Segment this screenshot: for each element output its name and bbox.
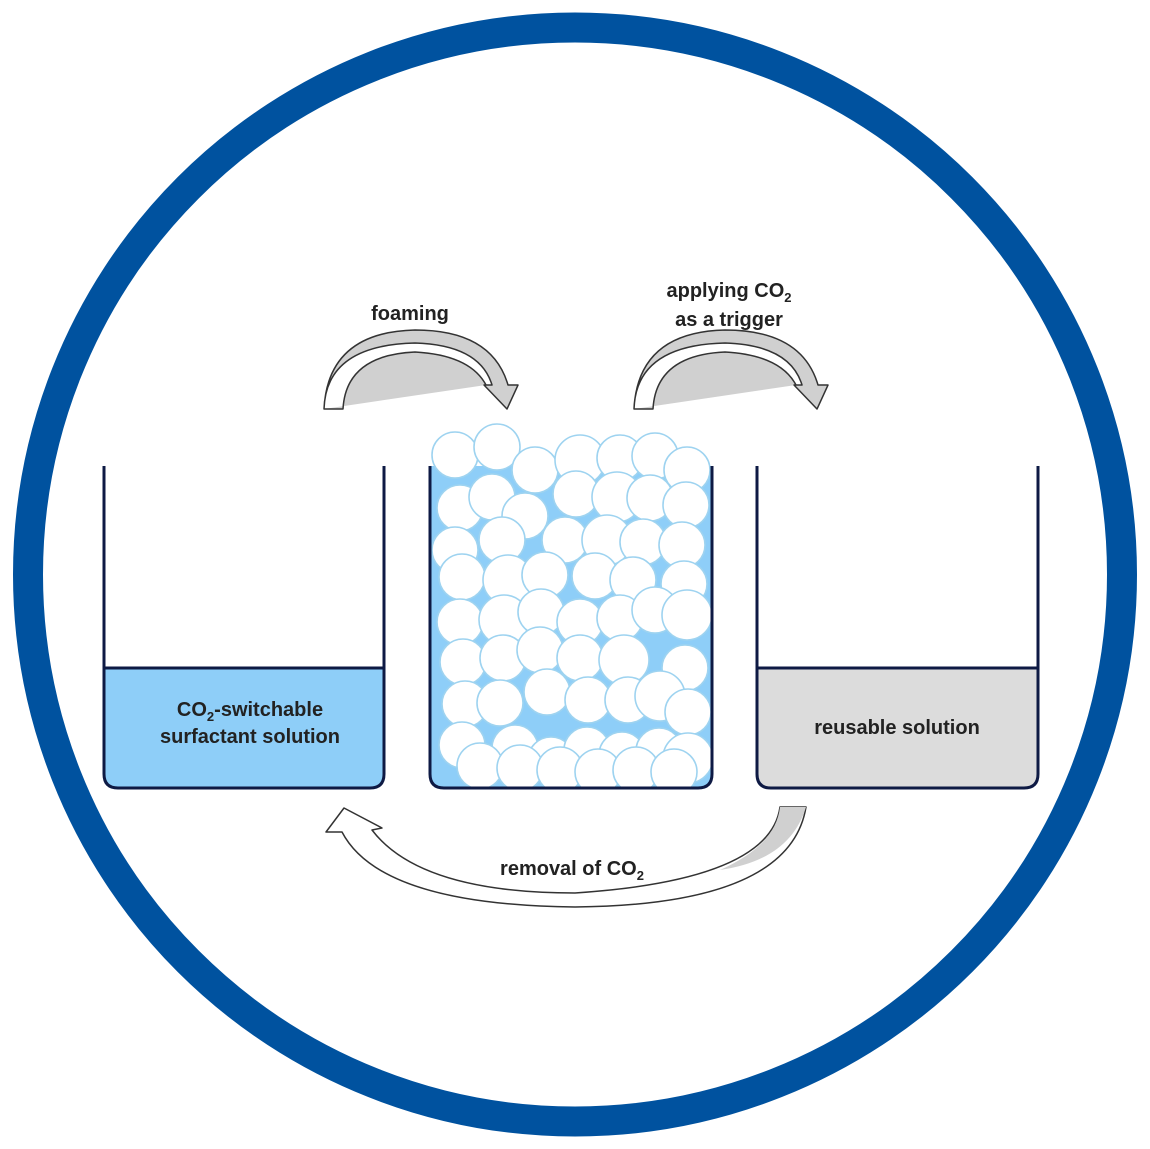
applying-co2-arrow: applying CO2 as a trigger — [633, 280, 829, 410]
foam-bubble — [431, 431, 479, 479]
removal-co2-label: removal of CO2 — [500, 858, 644, 883]
foam-bubble — [664, 688, 712, 736]
curved-arrow-icon — [633, 329, 829, 410]
foam-bubble — [496, 744, 544, 788]
foam-bubble — [436, 598, 484, 646]
foaming-label: foaming — [371, 303, 449, 325]
surfactant-solution-liquid — [104, 668, 384, 788]
foam-bubble — [516, 626, 564, 674]
curved-arrow-shade — [720, 807, 806, 870]
foam-bubble — [456, 742, 504, 788]
foam-bubble — [662, 481, 710, 529]
foam-bubble — [476, 679, 524, 727]
left-beaker: CO2-switchable surfactant solution — [102, 466, 386, 790]
foaming-arrow: foaming — [323, 303, 519, 410]
circle-frame — [13, 12, 1137, 1137]
foam-bubble — [650, 748, 698, 788]
foam-bubble — [473, 423, 521, 471]
foam-bubble — [439, 638, 487, 686]
curved-arrow-icon — [323, 329, 519, 410]
right-beaker: reusable solution — [755, 466, 1040, 790]
reusable-solution-liquid — [757, 668, 1038, 788]
applying-co2-label-line2: as a trigger — [675, 309, 783, 331]
foam-beaker — [428, 423, 714, 790]
foam-bubble — [661, 589, 712, 641]
foam-bubble — [556, 634, 604, 682]
reusable-solution-label: reusable solution — [814, 717, 980, 739]
curved-arrow-icon — [325, 806, 807, 908]
foam-bubble — [564, 676, 612, 724]
foam-bubbles — [431, 423, 712, 788]
foam-bubble — [511, 446, 559, 494]
left-solution-label-line2: surfactant solution — [160, 726, 340, 748]
removal-co2-arrow: removal of CO2 — [325, 806, 807, 908]
foam-bubble — [523, 668, 571, 716]
applying-co2-label-line1: applying CO2 — [666, 280, 791, 305]
foam-bubble — [438, 553, 486, 601]
left-beaker-outline — [102, 466, 386, 790]
foam-beaker-outline — [428, 466, 714, 790]
right-beaker-outline — [755, 466, 1040, 790]
left-solution-label-line1: CO2-switchable — [177, 699, 323, 724]
